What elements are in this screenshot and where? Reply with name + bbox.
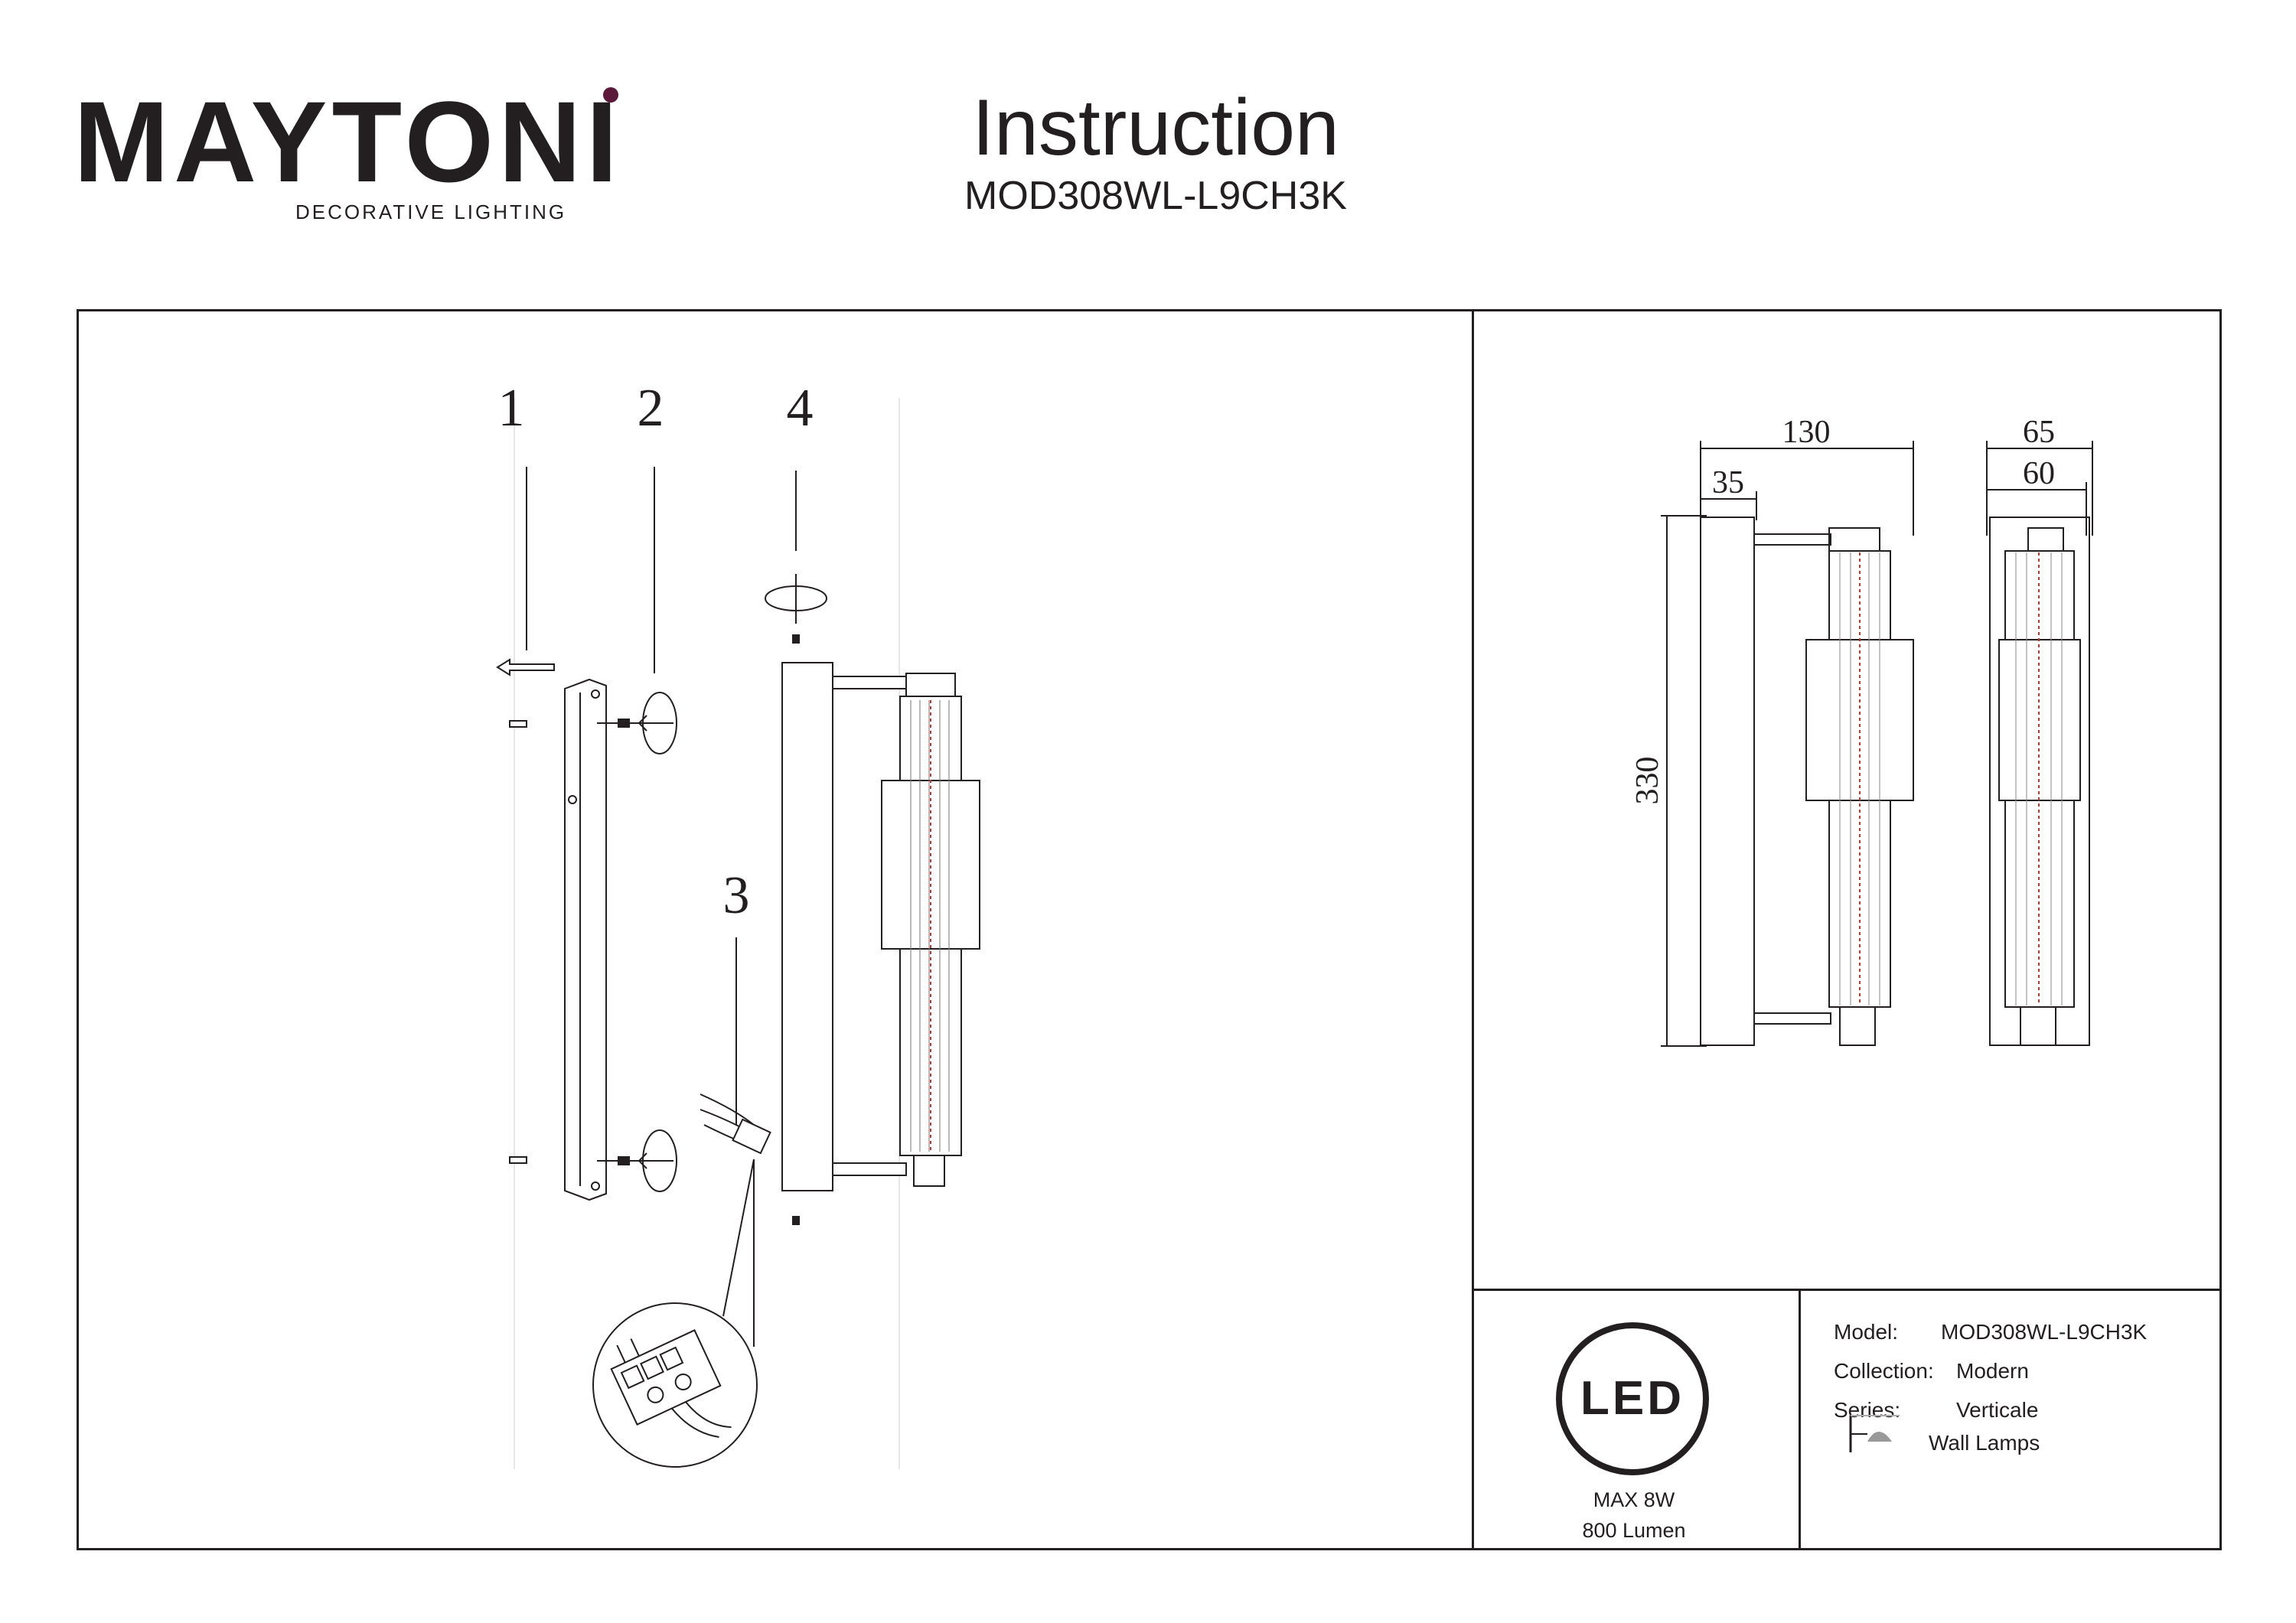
divider-horizontal <box>1472 1289 2222 1291</box>
dim-depth-outer: 65 <box>2023 415 2055 450</box>
brand-tagline: DECORATIVE LIGHTING <box>295 200 567 223</box>
arrow-left-icon <box>496 658 555 676</box>
step-label-2: 2 <box>638 379 664 438</box>
rotate-screw-icon <box>597 692 677 1192</box>
step-label-4: 4 <box>787 379 814 438</box>
step-label-1: 1 <box>498 379 525 438</box>
dim-height: 330 <box>1630 757 1665 805</box>
series-label: Series: <box>1834 1398 1901 1422</box>
collection-value: Modern <box>1956 1359 2029 1383</box>
model-code: MOD308WL-L9CH3K <box>964 174 1347 218</box>
wire-connector <box>700 1093 771 1347</box>
lumen-spec: 800 Lumen <box>1582 1519 1686 1542</box>
step-label-3: 3 <box>723 866 750 925</box>
rotate-top-icon <box>765 574 827 1225</box>
page-title: Instruction <box>972 83 1339 172</box>
lamp-type-value: Wall Lamps <box>1929 1431 2040 1455</box>
model-value: MOD308WL-L9CH3K <box>1941 1320 2148 1344</box>
connector-detail-icon <box>592 1302 758 1468</box>
dim-width: 130 <box>1782 415 1831 450</box>
led-circle-icon <box>1556 1322 1709 1475</box>
collection-label: Collection: <box>1834 1359 1934 1383</box>
brand-logo: MAYTONI DECORATIVE LIGHTING <box>73 84 618 230</box>
logo-dot-icon <box>603 87 618 103</box>
wall-lamp-icon <box>1849 1415 1900 1452</box>
brand-name: MAYTONI <box>73 77 623 206</box>
document-frame <box>77 309 2222 1550</box>
dim-depth-inner: 60 <box>2023 456 2055 491</box>
series-value: Verticale <box>1956 1398 2039 1422</box>
led-label: LED <box>1580 1372 1684 1425</box>
anchor-icon <box>509 720 527 1164</box>
model-label: Model: <box>1834 1320 1899 1344</box>
divider-vertical <box>1472 309 1474 1550</box>
divider-vertical-info <box>1799 1289 1801 1550</box>
led-badge: LED <box>1554 1320 1711 1478</box>
dim-wall-plate: 35 <box>1712 465 1744 500</box>
power-spec: MAX 8W <box>1593 1488 1675 1511</box>
mounting-bracket <box>564 678 607 1201</box>
